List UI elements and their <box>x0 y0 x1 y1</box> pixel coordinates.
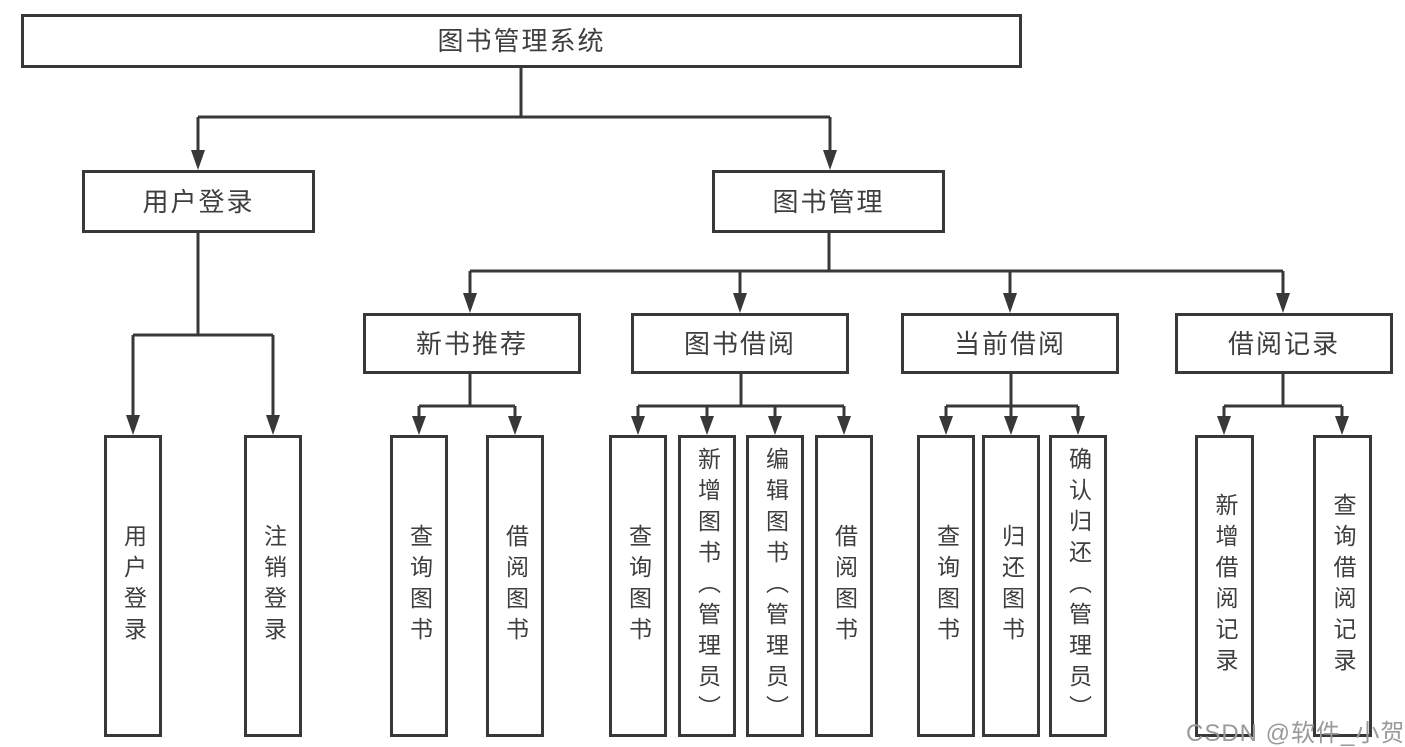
node-leaf-add-borrow-record: 新增借阅记录 <box>1195 435 1254 737</box>
node-new-book-recommend: 新书推荐 <box>363 313 581 374</box>
node-leaf-query-borrow-record: 查询借阅记录 <box>1313 435 1372 737</box>
node-root: 图书管理系统 <box>21 14 1022 68</box>
node-user-login: 用户登录 <box>82 170 315 233</box>
node-label: 新书推荐 <box>415 328 528 359</box>
node-label: 当前借阅 <box>953 328 1066 359</box>
node-label: 借阅图书 <box>831 524 858 648</box>
node-label: 图书借阅 <box>683 328 796 359</box>
node-leaf-query-books-3: 查询图书 <box>917 435 975 737</box>
node-leaf-borrow-books-1: 借阅图书 <box>486 435 544 737</box>
node-label: 用户登录 <box>120 524 147 648</box>
node-leaf-confirm-return-admin: 确认归还（管理员） <box>1049 435 1107 737</box>
node-label: 归还图书 <box>998 524 1025 648</box>
node-leaf-query-books-2: 查询图书 <box>609 435 667 737</box>
node-label: 新增图书（管理员） <box>694 446 721 726</box>
node-leaf-user-login: 用户登录 <box>104 435 162 737</box>
node-leaf-query-books-1: 查询图书 <box>390 435 448 737</box>
node-leaf-add-books-admin: 新增图书（管理员） <box>678 435 736 737</box>
node-borrow-records: 借阅记录 <box>1175 313 1393 374</box>
connector-book-management-sections <box>463 233 1290 313</box>
node-label: 新增借阅记录 <box>1212 493 1238 679</box>
node-book-management: 图书管理 <box>712 170 945 233</box>
node-label: 借阅图书 <box>502 524 529 648</box>
node-label: 用户登录 <box>142 186 255 217</box>
csdn-watermark: CSDN @软件_小贺同学 <box>1186 720 1405 747</box>
node-label: 查询图书 <box>933 524 960 648</box>
node-label: 图书管理系统 <box>437 26 606 56</box>
node-current-borrow: 当前借阅 <box>901 313 1119 374</box>
node-leaf-logout: 注销登录 <box>244 435 302 737</box>
node-leaf-borrow-books-2: 借阅图书 <box>815 435 873 737</box>
node-leaf-return-books: 归还图书 <box>982 435 1040 737</box>
connector-root-to-level2 <box>191 68 837 170</box>
node-label: 图书管理 <box>772 186 885 217</box>
connector-user-login-children <box>126 233 280 435</box>
connector-borrow-records-children <box>1217 374 1349 435</box>
node-label: 确认归还（管理员） <box>1065 446 1092 726</box>
node-leaf-edit-books-admin: 编辑图书（管理员） <box>746 435 804 737</box>
connector-new-book-children <box>412 374 522 435</box>
node-book-borrow: 图书借阅 <box>631 313 849 374</box>
node-label: 查询借阅记录 <box>1330 493 1356 679</box>
node-label: 编辑图书（管理员） <box>762 446 789 726</box>
node-label: 查询图书 <box>625 524 652 648</box>
connector-book-borrow-children <box>631 374 851 435</box>
node-label: 借阅记录 <box>1227 328 1340 359</box>
node-label: 注销登录 <box>260 524 287 648</box>
connector-current-borrow-children <box>939 374 1085 435</box>
node-label: 查询图书 <box>406 524 433 648</box>
